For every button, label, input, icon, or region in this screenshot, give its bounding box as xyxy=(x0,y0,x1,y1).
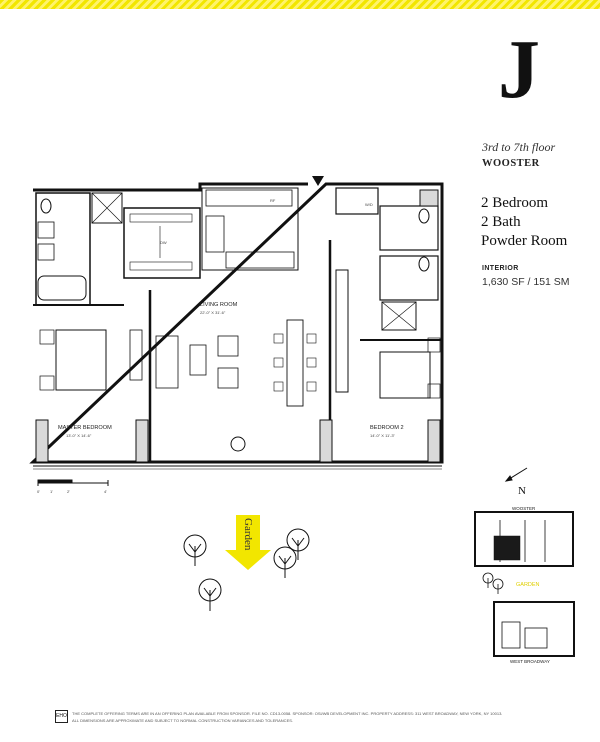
walk-in-closet xyxy=(123,207,201,279)
unit-letter: J xyxy=(498,23,540,116)
exterior-wall xyxy=(29,182,444,464)
column xyxy=(230,436,246,452)
master-bath xyxy=(35,192,91,306)
disclaimer-line-1: THE COMPLETE OFFERING TERMS ARE IN AN OF… xyxy=(72,711,503,716)
bath-2 xyxy=(379,205,439,251)
floor-plan xyxy=(29,182,444,470)
floor-range: 3rd to 7th floor xyxy=(482,140,556,154)
north-label: N xyxy=(518,485,526,497)
bedroom-2-dims: 14'-0" X 11'-3" xyxy=(370,433,396,438)
room-summary: 2 Bedroom 2 Bath Powder Room xyxy=(481,194,567,251)
dishwasher-tag: DW xyxy=(160,240,167,245)
shower-right xyxy=(381,301,417,331)
coffee-table xyxy=(189,344,207,376)
interior-label: INTERIOR xyxy=(482,265,519,272)
master-bedroom-dims: 13'-0" X 14'-6" xyxy=(66,433,92,438)
equal-housing-icon: EHO xyxy=(55,710,68,723)
keyplan-bottom-street: WEST BROADWAY xyxy=(510,659,550,664)
powder-room xyxy=(335,187,379,215)
room-powder: Powder Room xyxy=(481,233,568,249)
scale-tick-0: 0' xyxy=(37,489,40,494)
keyplan-garden: GARDEN xyxy=(516,582,540,588)
scale-bar xyxy=(37,479,109,486)
entry-marker xyxy=(312,176,324,186)
garden-arrow xyxy=(225,515,271,570)
building-name: WOOSTER xyxy=(482,158,540,169)
dining-table xyxy=(286,319,304,407)
bedroom-2-label: BEDROOM 2 xyxy=(370,425,404,431)
shower-left xyxy=(91,192,123,224)
keyplan-top-street: WOOSTER xyxy=(512,506,536,511)
scale-tick-2: 2' xyxy=(67,489,70,494)
north-arrow-icon xyxy=(504,467,528,482)
key-plan xyxy=(474,511,575,657)
disclaimer-line-2: ALL DIMENSIONS ARE APPROXIMATE AND SUBJE… xyxy=(72,718,294,723)
unit-highlight xyxy=(493,535,521,561)
tree-icons xyxy=(183,528,310,611)
master-bedroom-label: MASTER BEDROOM xyxy=(58,425,112,431)
washer-dryer-tag: W/D xyxy=(365,202,373,207)
kitchen xyxy=(201,187,299,271)
top-yellow-stripe xyxy=(0,0,600,9)
living-room-dims: 22'-0" X 31'-6" xyxy=(200,310,226,315)
master-bed xyxy=(55,329,107,391)
fridge-tag: RF xyxy=(270,198,276,203)
keyplan-tree-icons xyxy=(482,572,504,594)
interior-area: 1,630 SF / 151 SM xyxy=(482,276,570,288)
room-count-bedrooms: 2 Bedroom xyxy=(481,195,549,211)
scale-tick-1: 1' xyxy=(50,489,53,494)
bed-2 xyxy=(379,351,431,399)
garden-label: Garden xyxy=(242,518,254,551)
room-count-baths: 2 Bath xyxy=(481,214,521,230)
living-room-label: LIVING ROOM xyxy=(200,302,238,308)
sofa xyxy=(155,335,179,389)
scale-tick-4: 4' xyxy=(104,489,107,494)
tub xyxy=(37,275,87,301)
